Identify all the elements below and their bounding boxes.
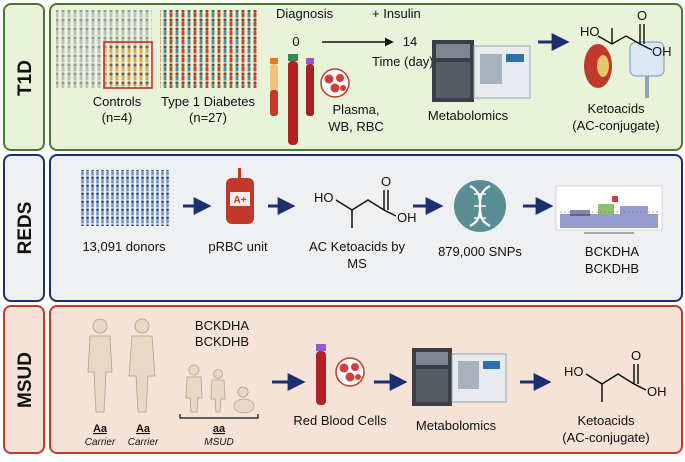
t1d-title-box: [3, 3, 45, 151]
crowd-icon: [160, 10, 258, 88]
tube-icon: [316, 344, 326, 405]
t1d-panel: T1D Controls (n=4) Type 1 Diabetes (n=27…: [3, 3, 683, 151]
blood-bag-label: A+: [233, 195, 246, 206]
crowd-icon: [80, 170, 170, 226]
msud-gene-1: BCKDHA: [195, 318, 250, 333]
time-label: Time (day): [372, 54, 434, 69]
dna-icon: [454, 180, 506, 232]
ac-ketoacids-label-line1: AC Ketoacids by: [309, 239, 406, 254]
donors-label: 13,091 donors: [82, 239, 166, 254]
reds-gene-2: BCKDHB: [585, 261, 639, 276]
msud-gene-2: BCKDHB: [195, 334, 249, 349]
ketoacids-label: Ketoacids: [587, 101, 645, 116]
chem-o: O: [381, 174, 391, 189]
chem-oh: OH: [652, 44, 672, 59]
controls-label: Controls: [93, 94, 142, 109]
ac-ketoacids-label-line2: MS: [347, 256, 367, 271]
chem-o: O: [637, 8, 647, 23]
metabolomics-label: Metabolomics: [428, 108, 509, 123]
msud-content-box: [49, 305, 683, 454]
t1d-cohort-label: Type 1 Diabetes: [161, 94, 255, 109]
carrier-label-2: Carrier: [128, 437, 159, 448]
carrier-label-1: Carrier: [85, 437, 116, 448]
rbc-label: Red Blood Cells: [293, 413, 387, 428]
ketoacid-structure: [335, 190, 397, 228]
conjugate-label: (AC-conjugate): [572, 118, 659, 133]
msud-panel: MSUD BCKDHA BCKDHB Aa Carrier Aa Carrier: [3, 305, 683, 454]
reds-panel: REDS 13,091 donors A+ pRBC unit HO O OH …: [3, 154, 683, 302]
t1d-cohort-n: (n=27): [189, 110, 227, 125]
reds-gene-1: BCKDHA: [585, 244, 640, 259]
metabolomics-label: Metabolomics: [416, 418, 497, 433]
reds-content-box: [49, 154, 683, 302]
snps-label: 879,000 SNPs: [438, 244, 522, 259]
genotype-carrier-2: Aa: [136, 423, 151, 435]
tube-icon: [270, 54, 314, 145]
family-icon: [87, 318, 259, 419]
reds-title-box: [3, 154, 45, 302]
chem-ho: HO: [564, 364, 584, 379]
msud-title: MSUD: [15, 352, 36, 408]
conjugate-label: (AC-conjugate): [562, 430, 649, 445]
chem-ho: HO: [314, 190, 334, 205]
sample-types-line2: WB, RBC: [328, 119, 384, 134]
diagnosis-label: Diagnosis: [276, 6, 334, 21]
mass-spectrometer-icon: [432, 40, 531, 102]
manhattan-plot-icon: [555, 185, 663, 234]
chem-oh: OH: [397, 210, 417, 225]
rbc-icon: [335, 357, 365, 387]
reds-title: REDS: [15, 202, 36, 255]
genotype-carrier-1: Aa: [93, 423, 108, 435]
blood-bag-icon: [226, 168, 254, 224]
chem-oh: OH: [647, 384, 667, 399]
msud-title-box: [3, 305, 45, 454]
kidney-icon: [584, 41, 665, 98]
ketoacid-structure: [585, 364, 647, 402]
rbc-icon: [320, 68, 350, 98]
time-start: 0: [292, 34, 299, 49]
controls-n: (n=4): [102, 110, 133, 125]
sample-types-line1: Plasma,: [333, 102, 380, 117]
chem-o: O: [631, 348, 641, 363]
ketoacids-label: Ketoacids: [577, 413, 635, 428]
ketoacid-structure: [597, 24, 653, 51]
insulin-label: + Insulin: [372, 6, 421, 21]
t1d-title: T1D: [15, 60, 36, 96]
time-end: 14: [403, 34, 417, 49]
prbc-unit-label: pRBC unit: [208, 239, 268, 254]
crowd-icon: [56, 10, 153, 89]
mass-spectrometer-icon: [412, 348, 507, 406]
genotype-msud: aa: [213, 423, 226, 435]
msud-affected-label: MSUD: [204, 437, 233, 448]
chem-ho: HO: [580, 24, 600, 39]
